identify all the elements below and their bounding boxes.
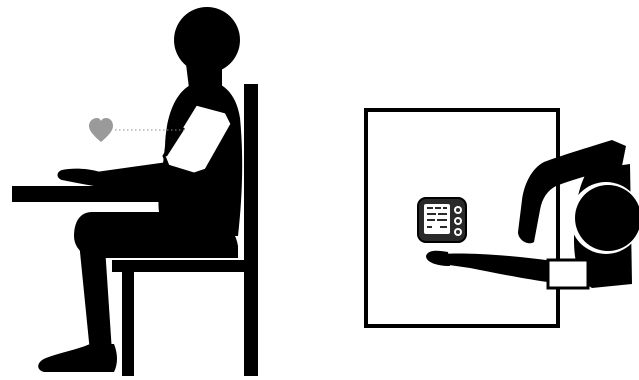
chair-back-post <box>244 84 258 376</box>
person-head <box>174 7 240 73</box>
person-left-hand <box>426 251 450 266</box>
person-head-top-inner <box>575 185 639 251</box>
table-top <box>12 186 178 202</box>
blood-pressure-monitor-icon <box>418 198 466 242</box>
person-foot <box>38 344 117 372</box>
person-hand <box>58 169 101 186</box>
chair-front-leg <box>122 270 134 376</box>
table <box>12 186 178 202</box>
arm-cuff-top-view <box>548 260 588 288</box>
heart-icon <box>89 118 113 142</box>
top-view-panel <box>366 110 639 326</box>
side-view-panel <box>12 7 258 376</box>
